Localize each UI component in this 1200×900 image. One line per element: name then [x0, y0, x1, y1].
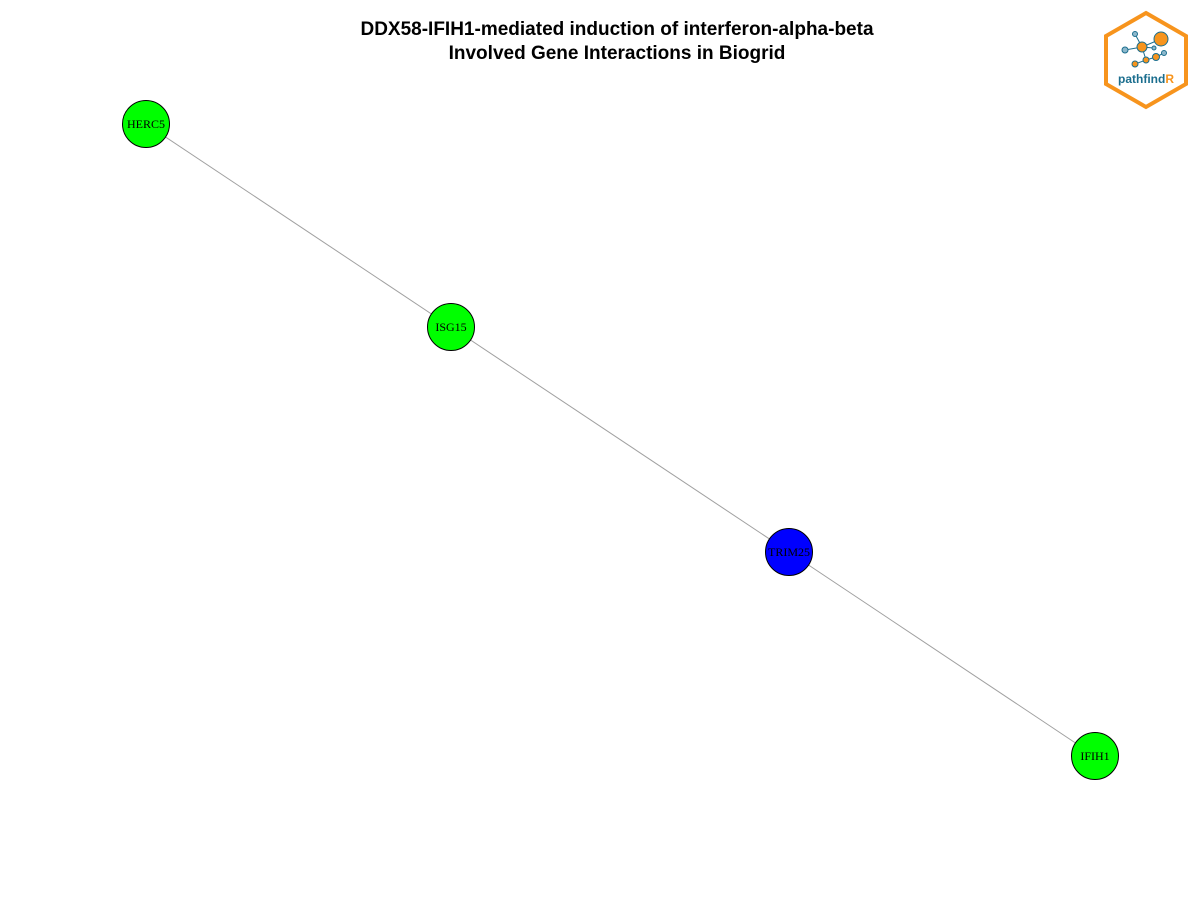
- node-label-isg15: ISG15: [435, 320, 466, 334]
- logo-network-icon: [1121, 31, 1169, 68]
- node-label-trim25: TRIM25: [768, 545, 810, 559]
- node-label-ifih1: IFIH1: [1080, 749, 1109, 763]
- node-ifih1: IFIH1: [1071, 732, 1119, 780]
- logo-text-main: pathfind: [1118, 72, 1165, 86]
- edge-herc5-isg15: [145, 123, 452, 328]
- node-isg15: ISG15: [427, 303, 475, 351]
- node-trim25: TRIM25: [765, 528, 813, 576]
- logo-text: pathfindR: [1118, 72, 1174, 86]
- node-circle-herc5: [122, 100, 170, 148]
- node-circle-trim25: [765, 528, 813, 576]
- page-title: DDX58-IFIH1-mediated induction of interf…: [0, 18, 1200, 66]
- node-label-herc5: HERC5: [127, 117, 165, 131]
- title-line-2: Involved Gene Interactions in Biogrid: [448, 43, 786, 64]
- edge-isg15-trim25: [450, 326, 790, 553]
- logo-text-accent: R: [1165, 72, 1174, 86]
- title-line-1: DDX58-IFIH1-mediated induction of interf…: [360, 19, 874, 40]
- node-herc5: HERC5: [122, 100, 170, 148]
- node-circle-isg15: [427, 303, 475, 351]
- edge-trim25-ifih1: [788, 551, 1096, 757]
- pathfindr-logo: pathfindR: [1104, 10, 1188, 110]
- node-circle-ifih1: [1071, 732, 1119, 780]
- edge-layer: [145, 123, 1096, 757]
